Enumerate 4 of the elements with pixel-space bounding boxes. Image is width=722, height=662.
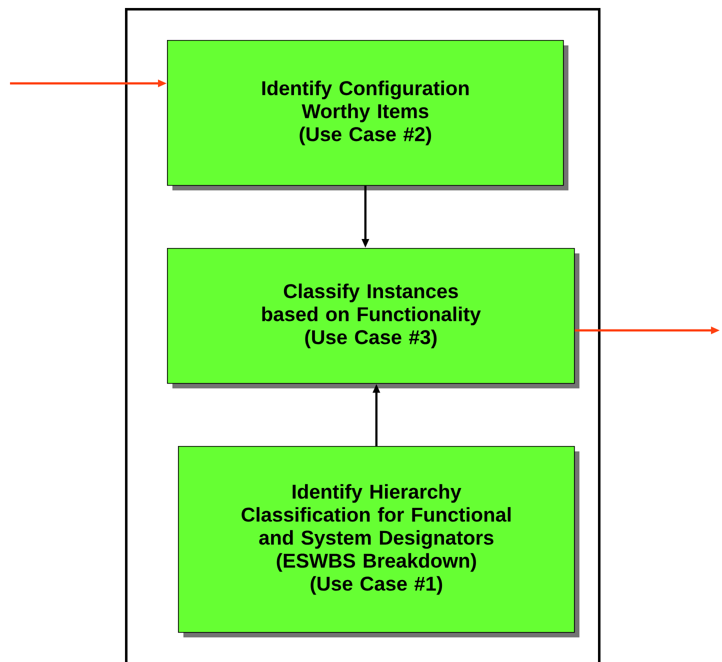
process-box: Identify Configuration Worthy Items (Use Case #2) — [167, 40, 568, 190]
frame-box — [125, 8, 600, 662]
process-box: Classify Instances based on Functionality (Use Case #3) — [167, 248, 580, 388]
process-box: Identify Hierarchy Classification for Functional and System Designators (ESWBS Breakdown) (Use Case #1) — [178, 446, 580, 638]
